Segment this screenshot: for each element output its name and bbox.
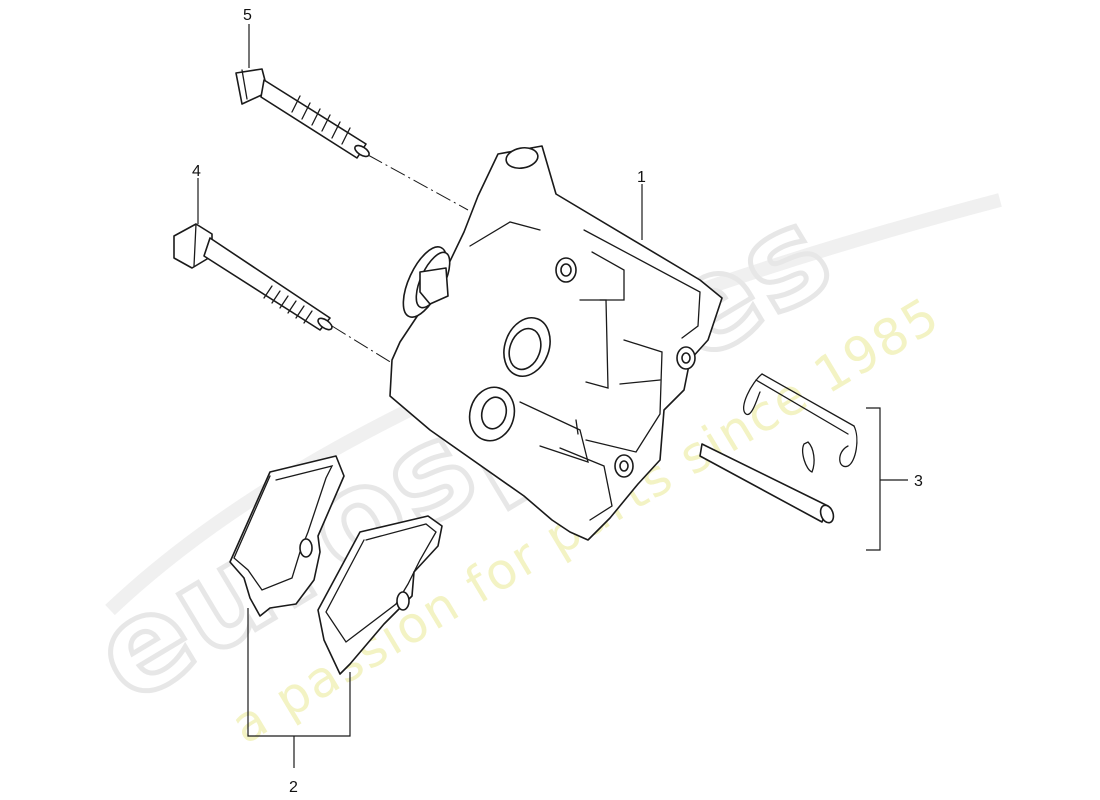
bolt-upper[interactable] <box>235 68 469 211</box>
bolt-lower[interactable] <box>173 223 401 369</box>
leader-3 <box>866 407 908 551</box>
callout-1: 1 <box>637 169 646 186</box>
brake-caliper[interactable] <box>389 145 723 541</box>
brake-pad-left[interactable] <box>229 455 345 617</box>
callout-3: 3 <box>914 473 923 490</box>
callout-5: 5 <box>243 7 252 24</box>
leader-2 <box>247 608 351 768</box>
callout-2: 2 <box>289 779 298 796</box>
callouts: 1 2 3 4 5 <box>192 7 923 796</box>
repair-kit[interactable] <box>699 373 858 525</box>
callout-4: 4 <box>192 163 201 180</box>
brake-pad-right[interactable] <box>317 515 443 675</box>
